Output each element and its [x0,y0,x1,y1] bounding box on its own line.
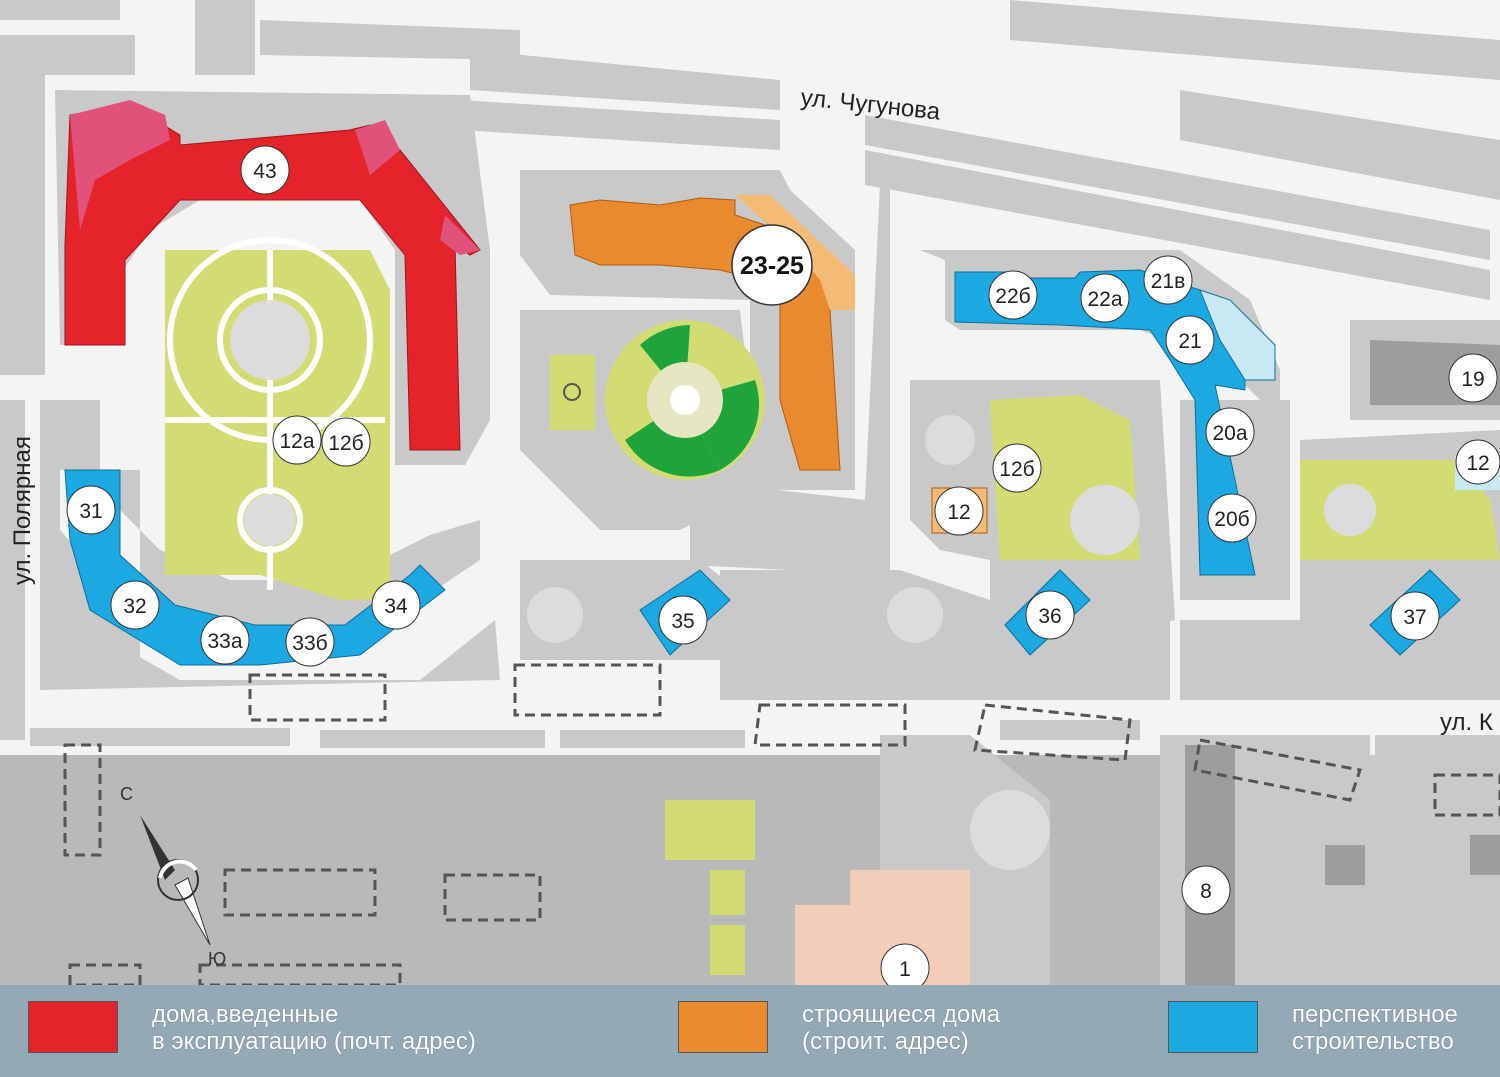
parks [165,237,1500,643]
compass-south: Ю [208,949,226,969]
svg-text:33б: 33б [292,632,327,655]
compass: С Ю [120,784,226,969]
legend-item-construction: строящиеся дома (строит. адрес) [678,1001,1000,1055]
building-label-12-right[interactable]: 12 [1455,439,1500,485]
building-label-23-25[interactable]: 23-25 [731,224,813,306]
building-label-37[interactable]: 37 [1390,591,1440,641]
building-labels: 43 23-25 22б 22а 21в 21 20а 20б 19 12 12… [66,145,1500,993]
building-label-21v[interactable]: 21в [1143,255,1193,305]
legend-planned-line2: строительство [1292,1028,1454,1055]
building-label-32[interactable]: 32 [110,580,160,630]
building-label-33a[interactable]: 33а [200,615,250,665]
legend-built-line2: в эксплуатацию (почт. адрес) [152,1028,476,1055]
legend-swatch-planned [1168,1001,1258,1053]
legend-swatch-construction [678,1001,768,1053]
svg-text:19: 19 [1461,368,1484,391]
legend-swatch-built [28,1001,118,1053]
svg-text:12: 12 [947,501,970,524]
legend-item-planned: перспективное строительство [1168,1001,1458,1055]
svg-text:32: 32 [123,595,146,618]
building-label-20a[interactable]: 20а [1205,407,1255,457]
svg-text:37: 37 [1403,606,1426,629]
svg-text:31: 31 [79,500,102,523]
legend-built-line1: дома,введенные [152,1001,339,1028]
svg-text:12б: 12б [999,458,1034,481]
svg-text:23-25: 23-25 [740,252,804,280]
svg-text:35: 35 [671,610,694,633]
building-label-43[interactable]: 43 [240,145,290,195]
building-label-12b-mid[interactable]: 12б [992,443,1042,493]
building-label-22b[interactable]: 22б [988,270,1038,320]
building-label-12a[interactable]: 12а [272,415,322,465]
svg-text:8: 8 [1200,880,1212,903]
svg-text:33а: 33а [207,630,242,653]
building-label-33b[interactable]: 33б [285,617,335,667]
building-label-12b-left[interactable]: 12б [321,417,371,467]
building-label-35[interactable]: 35 [658,595,708,645]
svg-text:22а: 22а [1087,288,1122,311]
building-label-34[interactable]: 34 [371,580,421,630]
building-label-12-mid[interactable]: 12 [934,486,984,536]
street-label-polyarnaya: ул. Полярная [9,436,36,585]
building-label-8[interactable]: 8 [1181,865,1231,915]
legend-construction-line2: (строит. адрес) [802,1028,969,1055]
svg-text:36: 36 [1038,605,1061,628]
building-label-21[interactable]: 21 [1165,315,1215,365]
legend-text-construction: строящиеся дома (строит. адрес) [802,1001,1000,1055]
lower-area-details [665,735,1500,985]
svg-text:12б: 12б [328,432,363,455]
svg-text:34: 34 [384,595,408,618]
legend-item-built: дома,введенные в эксплуатацию (почт. адр… [28,1001,476,1055]
svg-text:12: 12 [1466,452,1489,475]
legend-text-built: дома,введенные в эксплуатацию (почт. адр… [152,1001,476,1055]
building-label-36[interactable]: 36 [1025,590,1075,640]
building-label-20b[interactable]: 20б [1207,493,1257,543]
svg-text:21в: 21в [1151,270,1186,293]
svg-text:22б: 22б [995,285,1030,308]
svg-text:20а: 20а [1212,422,1247,445]
svg-text:20б: 20б [1214,508,1249,531]
legend-construction-line1: строящиеся дома [802,1001,1001,1028]
built-houses [64,100,481,451]
dashed-lots [63,663,1500,987]
compass-north: С [120,784,133,804]
building-label-31[interactable]: 31 [66,485,116,535]
svg-text:1: 1 [899,958,911,981]
legend-text-planned: перспективное строительство [1292,1001,1458,1055]
svg-text:12а: 12а [279,430,314,453]
legend: дома,введенные в эксплуатацию (почт. адр… [0,985,1500,1077]
building-label-19[interactable]: 19 [1448,353,1498,403]
building-label-22a[interactable]: 22а [1080,273,1130,323]
svg-text:21: 21 [1178,330,1201,353]
svg-text:43: 43 [253,160,276,183]
street-label-right: ул. К [1440,709,1493,736]
legend-planned-line1: перспективное [1292,1001,1458,1028]
